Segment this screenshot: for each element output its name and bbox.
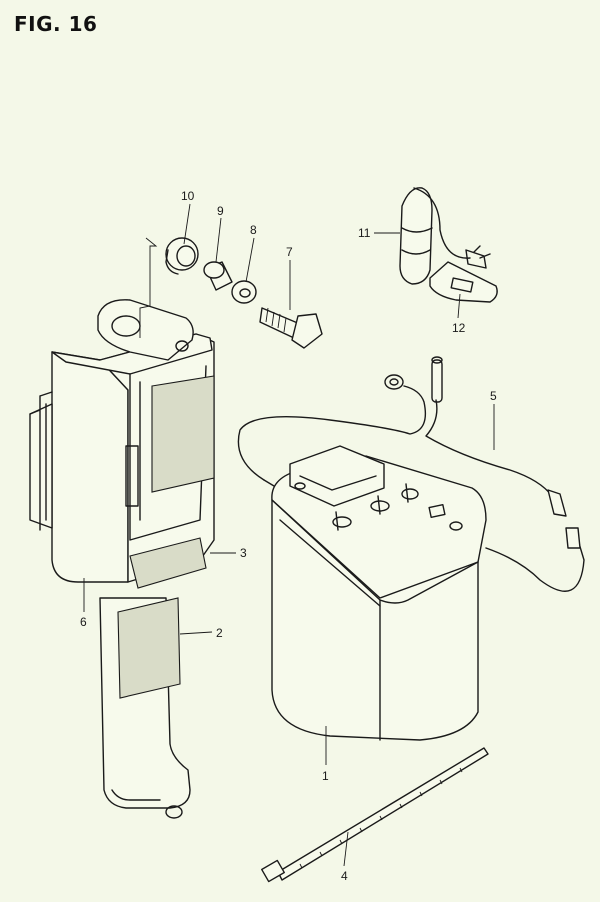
bolt xyxy=(259,307,323,349)
callout-4: 4 xyxy=(341,869,348,883)
battery xyxy=(271,445,487,741)
cushion-pad-strap xyxy=(117,597,181,699)
callout-10: 10 xyxy=(181,189,195,203)
callout-1: 1 xyxy=(322,769,329,783)
callout-6: 6 xyxy=(80,615,87,629)
callout-3: 3 xyxy=(240,546,247,560)
callout-12: 12 xyxy=(452,321,466,335)
callout-7: 7 xyxy=(286,245,293,259)
starter-relay-bracket xyxy=(429,261,498,303)
callout-11: 11 xyxy=(358,226,371,240)
breather-tube xyxy=(237,356,585,592)
callout-2: 2 xyxy=(216,626,223,640)
leader-lines xyxy=(83,203,495,867)
grommet xyxy=(165,237,199,275)
battery-holder-bracket xyxy=(29,237,215,819)
callout-8: 8 xyxy=(250,223,257,237)
callout-5: 5 xyxy=(490,389,497,403)
cushion-pad-inner xyxy=(129,375,215,589)
washer xyxy=(231,280,257,304)
figure-title: FIG. 16 xyxy=(14,12,98,36)
callout-labels: 10 9 8 7 11 12 5 3 2 6 1 4 xyxy=(80,189,497,883)
collar xyxy=(203,261,233,291)
callout-9: 9 xyxy=(217,204,224,218)
starter-relay xyxy=(399,187,491,285)
cable-tie xyxy=(261,747,489,883)
